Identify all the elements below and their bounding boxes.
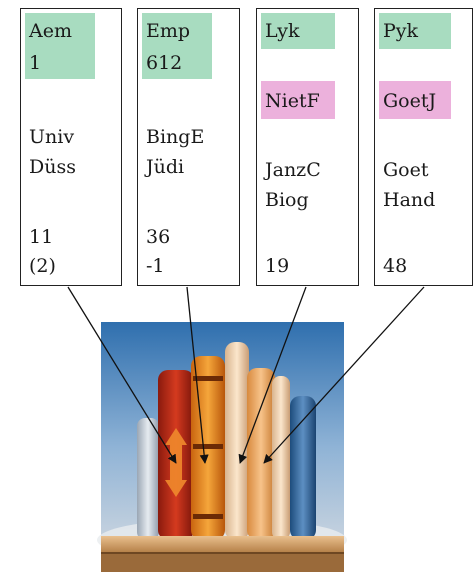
arrow-card-pyk — [263, 286, 425, 464]
card-line2: Biog — [265, 189, 309, 211]
arrow-card-emp — [186, 286, 209, 464]
card-number: 1 — [29, 52, 42, 74]
arrow-card-lyk — [238, 286, 307, 464]
card-count: 11 — [29, 226, 54, 248]
card-line2: Düss — [29, 156, 76, 178]
code-highlight — [25, 13, 95, 79]
card-count: 36 — [146, 226, 171, 248]
card-code: Aem — [29, 20, 72, 42]
card-lyk: Lyk NietF JanzC Biog 19 — [256, 8, 359, 286]
card-line1: Goet — [383, 159, 429, 181]
card-extra: (2) — [29, 255, 56, 277]
card-extra: -1 — [146, 255, 165, 277]
card-count: 48 — [383, 255, 408, 277]
card-line2: Hand — [383, 189, 436, 211]
card-number: 612 — [146, 52, 183, 74]
connector-arrows — [67, 286, 425, 464]
card-count: 19 — [265, 255, 290, 277]
card-line1: BingE — [146, 126, 205, 148]
code-highlight — [261, 13, 335, 49]
card-code: Emp — [146, 20, 191, 42]
tag-highlight — [379, 81, 451, 119]
card-code: Pyk — [383, 20, 419, 42]
card-aem: Aem 1 Univ Düss 11 (2) — [20, 8, 122, 286]
card-code: Lyk — [265, 20, 300, 42]
card-line1: Univ — [29, 126, 75, 148]
card-pyk: Pyk GoetJ Goet Hand 48 — [374, 8, 473, 286]
card-emp: Emp 612 BingE Jüdi 36 -1 — [137, 8, 240, 286]
card-line2: Jüdi — [146, 156, 185, 178]
arrow-card-aem — [67, 286, 177, 464]
code-highlight — [142, 13, 212, 79]
code-highlight — [379, 13, 451, 49]
tag-highlight — [261, 81, 335, 119]
card-tag: NietF — [265, 90, 320, 112]
card-tag: GoetJ — [383, 90, 437, 112]
bookshelf-icon — [97, 322, 347, 572]
card-line1: JanzC — [265, 159, 321, 181]
